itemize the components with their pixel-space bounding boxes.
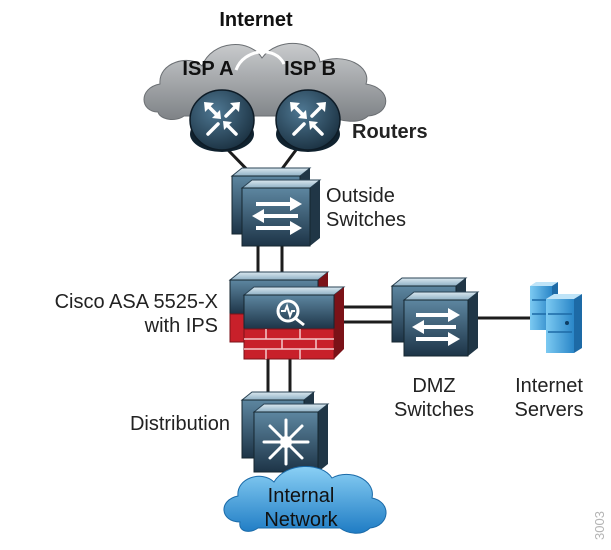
router-b-icon: [275, 89, 341, 152]
asa-label-2: with IPS: [144, 315, 218, 337]
figure-number: 3003: [592, 511, 607, 540]
outside-switches-label-1: Outside: [326, 185, 395, 207]
internet-cloud-icon: [143, 43, 387, 122]
internal-network-label-2: Network: [264, 509, 338, 531]
asa-firewall-icon: [242, 286, 346, 360]
isp-b-label: ISP B: [284, 58, 336, 80]
isp-a-label: ISP A: [182, 58, 233, 80]
internet-label: Internet: [219, 9, 293, 31]
dmz-switch-front-icon: [402, 291, 480, 357]
dmz-label-2: Switches: [394, 399, 474, 421]
outside-switch-front-icon: [240, 179, 322, 247]
dmz-label-1: DMZ: [412, 375, 455, 397]
distribution-label: Distribution: [130, 413, 230, 435]
router-a-icon: [189, 89, 255, 152]
asa-label-1: Cisco ASA 5525-X: [55, 291, 218, 313]
servers-label-1: Internet: [515, 375, 583, 397]
server-front-icon: [546, 294, 582, 353]
routers-label: Routers: [352, 121, 428, 143]
servers-label-2: Servers: [515, 399, 584, 421]
internal-network-cloud-icon: [223, 465, 387, 534]
internal-network-label-1: Internal: [268, 485, 335, 507]
outside-switches-label-2: Switches: [326, 209, 406, 231]
layer3-switch-icon: [252, 403, 330, 473]
